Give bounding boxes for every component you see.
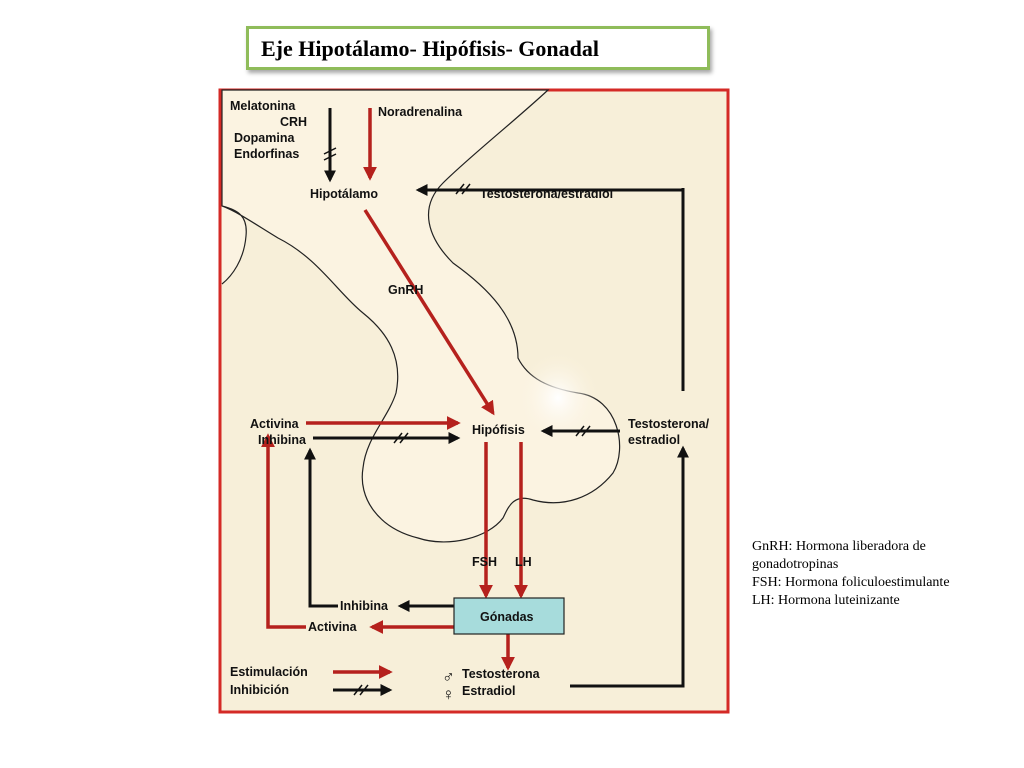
inhibition-arrows <box>304 108 689 696</box>
gnrh-arrow <box>363 209 495 416</box>
label-inhibina-left: Inhibina <box>258 433 307 447</box>
inhibina-feedback-arrow <box>304 447 338 608</box>
gonadas-box <box>453 597 565 635</box>
label-endorfinas: Endorfinas <box>234 147 299 161</box>
label-legend-stimulation: Estimulación <box>230 665 308 679</box>
label-testosterona-estradiol-top: Testosterona/estradiol <box>480 187 613 201</box>
label-lh: LH <box>515 555 532 569</box>
label-legend-inhibition: Inhibición <box>230 683 289 697</box>
label-hipofisis: Hipófisis <box>472 423 525 437</box>
pituitary-glow <box>518 353 598 443</box>
activina-feedback-arrow <box>261 433 306 629</box>
label-crh: CRH <box>280 115 307 129</box>
label-activina-left: Activina <box>250 417 300 431</box>
legend-line: FSH: Hormona foliculoestimulante <box>752 575 950 590</box>
label-fsh: FSH <box>472 555 497 569</box>
label-gnrh: GnRH <box>388 283 423 297</box>
inhibition-marks <box>323 147 591 696</box>
label-gonadas: Gónadas <box>480 610 534 624</box>
page-title: Eje Hipotálamo- Hipófisis- Gonadal <box>261 36 599 61</box>
label-melatonina: Melatonina <box>230 99 296 113</box>
legend-line: LH: Hormona luteinizante <box>752 593 900 608</box>
label-testosterona-right-1: Testosterona/ <box>628 417 710 431</box>
female-symbol: ♀ <box>442 685 455 704</box>
stimulation-arrows <box>261 108 528 679</box>
legend-line: GnRH: Hormona liberadora de gonadotropin… <box>752 539 926 572</box>
steroid-feedback-arrow <box>570 445 689 688</box>
male-symbol: ♂ <box>442 667 455 686</box>
label-dopamina: Dopamina <box>234 131 295 145</box>
label-inhibina-bottom: Inhibina <box>340 599 389 613</box>
label-activina-bottom: Activina <box>308 620 358 634</box>
label-estradiol-bottom: Estradiol <box>462 684 516 698</box>
abbreviations-legend: GnRH: Hormona liberadora de gonadotropin… <box>752 538 1012 610</box>
label-testosterona-right-2: estradiol <box>628 433 680 447</box>
hpg-axis-diagram: Melatonina CRH Dopamina Endorfinas Norad… <box>218 88 730 714</box>
brain-outline <box>221 89 621 543</box>
label-noradrenalina: Noradrenalina <box>378 105 463 119</box>
title-box: Eje Hipotálamo- Hipófisis- Gonadal <box>246 26 710 70</box>
label-hipotalamo: Hipotálamo <box>310 187 378 201</box>
label-testosterona-bottom: Testosterona <box>462 667 541 681</box>
